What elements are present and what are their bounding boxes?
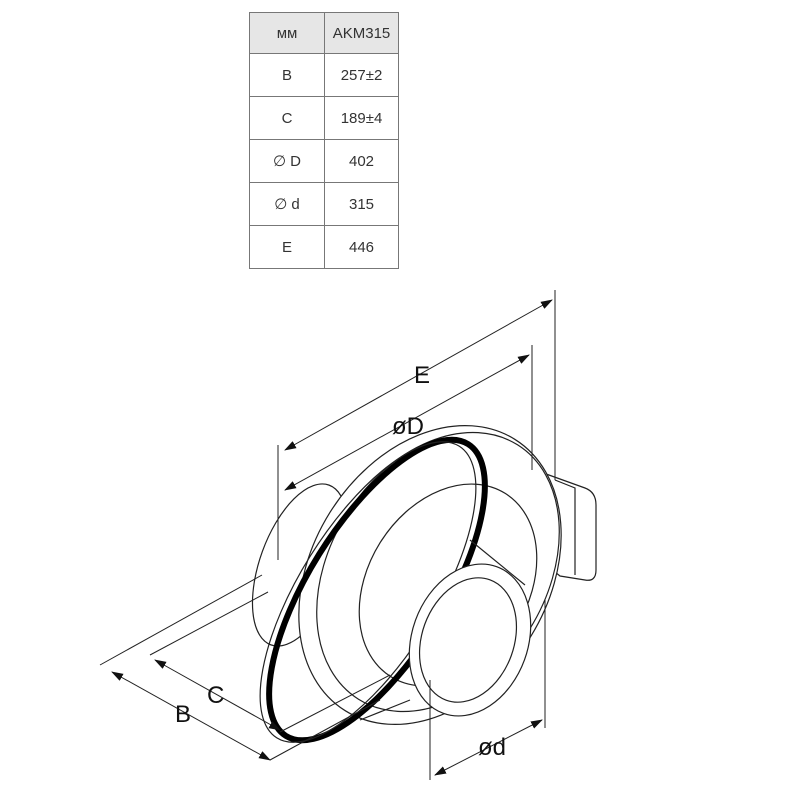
outlet-spigot-outer: [408, 563, 532, 717]
param-cell: B: [249, 53, 325, 97]
dim-D: [284, 354, 530, 491]
label-E: E: [414, 362, 430, 389]
table-header-row: мм AKM315: [249, 12, 399, 54]
outlet-spigot-inner: [418, 577, 518, 703]
value-cell: 402: [324, 139, 399, 183]
param-cell: E: [249, 225, 325, 269]
label-d: ød: [478, 734, 506, 761]
dim-C: [154, 659, 281, 731]
unit-header: мм: [249, 12, 325, 54]
value-cell: 315: [324, 182, 399, 226]
value-cell: 257±2: [324, 53, 399, 97]
dim-d: [434, 719, 543, 776]
value-cell: 446: [324, 225, 399, 269]
model-header: AKM315: [324, 12, 399, 54]
value-cell: 189±4: [324, 96, 399, 140]
param-cell: C: [249, 96, 325, 140]
label-D: øD: [392, 413, 424, 440]
label-B: B: [175, 701, 191, 728]
param-cell: ∅ D: [249, 139, 325, 183]
label-C: C: [207, 682, 224, 709]
